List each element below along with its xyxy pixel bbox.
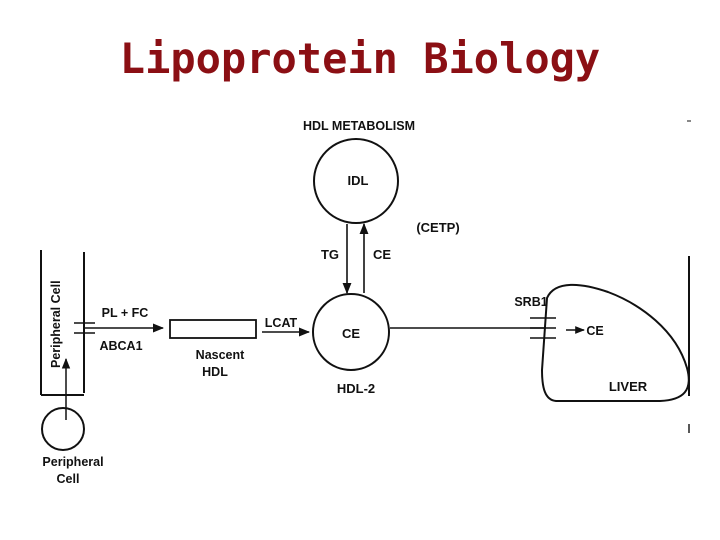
hdl2-core-label: CE: [342, 326, 360, 341]
slide-title: Lipoprotein Biology: [119, 34, 601, 83]
liver-outline: [540, 283, 690, 402]
lcat-label: LCAT: [265, 316, 298, 330]
pl-fc-label: PL + FC: [102, 306, 149, 320]
nascent-hdl-label-line2: HDL: [202, 365, 228, 379]
liver-ce-label: CE: [586, 324, 603, 338]
peripheral-cell: [41, 407, 85, 451]
idl-particle: [313, 138, 399, 224]
peripheral-cell-label-line1: Peripheral: [42, 455, 103, 469]
hdl2-label: HDL-2: [337, 381, 375, 396]
hdl2-particle: [312, 293, 390, 371]
peripheral-cell-vertical-label: Peripheral Cell: [49, 280, 63, 368]
idl-label: IDL: [348, 173, 369, 188]
nascent-hdl-label-line1: Nascent: [196, 348, 245, 362]
srb1-label: SRB1: [514, 295, 547, 309]
tg-label: TG: [321, 247, 339, 262]
nascent-hdl-disc: [169, 319, 257, 339]
cetp-label: (CETP): [416, 220, 459, 235]
abca1-label: ABCA1: [99, 339, 142, 353]
peripheral-cell-label-line2: Cell: [57, 472, 80, 486]
diagram-heading: HDL METABOLISM: [303, 119, 415, 133]
liver-label: LIVER: [609, 379, 648, 394]
ce-exchange-label: CE: [373, 247, 391, 262]
